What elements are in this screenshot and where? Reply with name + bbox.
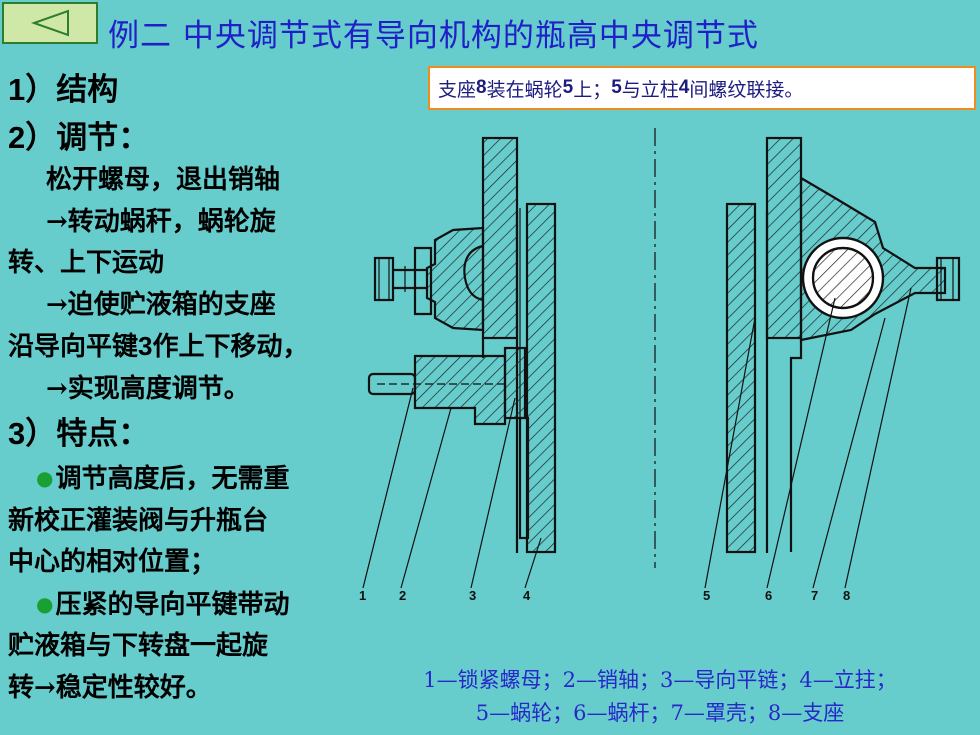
section-feature-heading: 3）特点：: [8, 416, 150, 452]
adjust-line: →实现高度调节。: [46, 373, 250, 404]
adjust-line: →转动蜗秆，蜗轮旋: [46, 206, 276, 237]
legend-caption: 1—锁紧螺母；2—销轴；3—导向平链；4—立拄；: [423, 668, 897, 692]
slide-title: 例二 中央调节式有导向机构的瓶高中央调节式: [108, 18, 759, 54]
section-structure-heading: 1）结构: [8, 72, 119, 108]
drawing-label: 4: [523, 588, 531, 603]
drawing-label: 2: [399, 588, 406, 603]
section-adjust-heading: 2）调节：: [8, 120, 150, 156]
feature-line: 新校正灌装阀与升瓶台: [8, 505, 269, 536]
drawing-label: 3: [469, 588, 476, 603]
back-button[interactable]: [2, 2, 98, 44]
drawing-label: 5: [703, 588, 710, 603]
drawing-label: 8: [843, 588, 850, 603]
green-dot-icon: ●: [36, 591, 54, 616]
mechanism-drawing: 1 2 3 4 5 6 7 8: [359, 128, 961, 603]
adjust-line: 松开螺母，退出销轴: [46, 165, 281, 195]
adjust-line: 转、上下运动: [8, 248, 165, 278]
drawing-label: 7: [811, 588, 818, 603]
feature-line: 贮液箱与下转盘一起旋: [8, 631, 269, 661]
body-text: 松开螺母，退出销轴 →转动蜗秆，蜗轮旋 转、上下运动 →迫使贮液箱的支座 沿导向…: [8, 160, 378, 709]
triangle-left-icon: [30, 9, 69, 37]
adjust-line: →迫使贮液箱的支座: [46, 289, 276, 320]
drawing-label: 1: [359, 588, 366, 603]
feature-line: 转→稳定性较好。: [8, 672, 212, 703]
feature-line: ●调节高度后，无需重: [36, 464, 290, 494]
drawing-label: 6: [765, 588, 772, 603]
legend-caption: 5—蜗轮；6—蜗杆；7—罩壳；8—支座: [475, 701, 845, 725]
adjust-line: 沿导向平键3作上下移动，: [8, 331, 309, 362]
feature-line: ●压紧的导向平键带动: [36, 589, 290, 620]
feature-line: 中心的相对位置；: [8, 547, 217, 577]
green-dot-icon: ●: [36, 466, 54, 490]
